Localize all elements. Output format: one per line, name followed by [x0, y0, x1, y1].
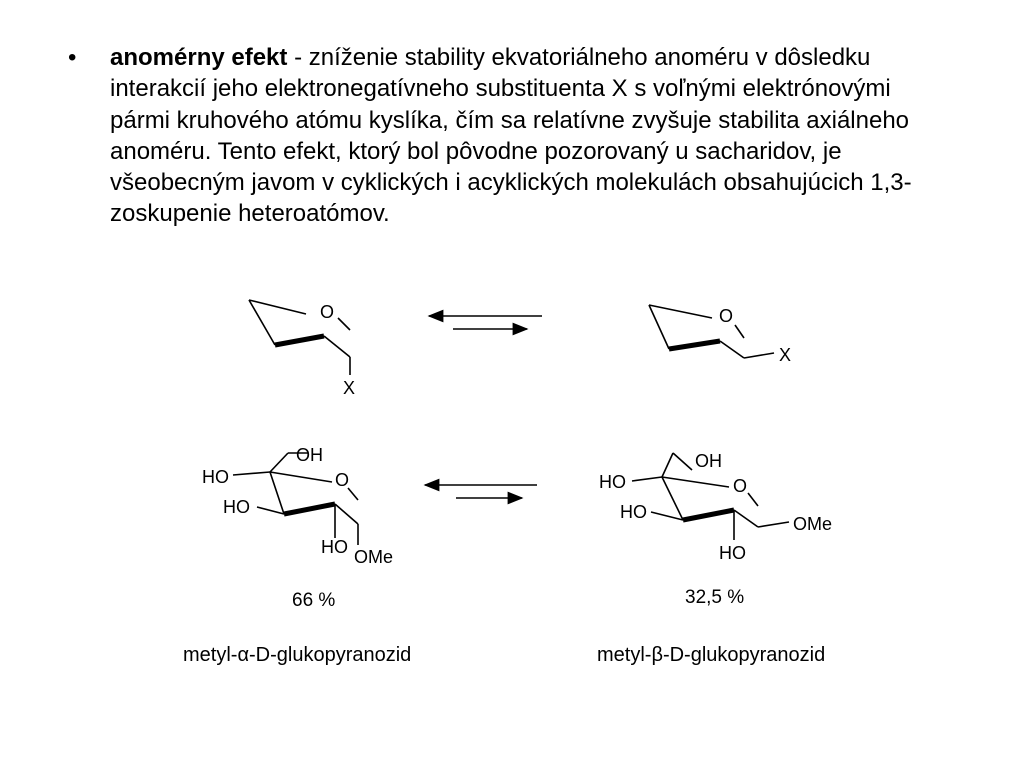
- alpha-ring-oxygen: O: [335, 470, 349, 490]
- equatorial-substituent-x: X: [779, 345, 791, 365]
- alpha-oh-label: OH: [296, 445, 323, 465]
- alpha-glucoside-structure: [232, 452, 359, 545]
- axial-substituent-x: X: [343, 378, 355, 398]
- beta-oh-label: OH: [695, 451, 722, 471]
- beta-ome-label: OMe: [793, 514, 832, 534]
- alpha-ho-c4-label: HO: [202, 467, 229, 487]
- definition-paragraph: anomérny efekt - zníženie stability ekva…: [110, 42, 950, 230]
- beta-ho-c2-label: HO: [719, 543, 746, 563]
- axial-ring-oxygen: O: [320, 302, 334, 322]
- axial-anomer-structure: [248, 299, 351, 375]
- beta-compound-name: metyl-β-D-glukopyranozid: [597, 644, 826, 666]
- beta-ring-oxygen: O: [733, 476, 747, 496]
- equatorial-ring-oxygen: O: [719, 306, 733, 326]
- bullet-marker: •: [68, 44, 77, 71]
- alpha-percent-label: 66 %: [292, 590, 336, 611]
- beta-ho-c3-label: HO: [620, 502, 647, 522]
- alpha-ome-label: OMe: [354, 547, 393, 567]
- alpha-compound-name: metyl-α-D-glukopyranozid: [183, 644, 412, 666]
- beta-glucoside-structure: [631, 452, 790, 540]
- beta-percent-label: 32,5 %: [685, 587, 745, 608]
- alpha-ho-c2-label: HO: [321, 537, 348, 557]
- term-heading: anomérny efekt: [110, 44, 288, 71]
- definition-text: - zníženie stability ekvatoriálneho anom…: [110, 44, 912, 228]
- alpha-ho-c3-label: HO: [223, 497, 250, 517]
- equatorial-anomer-structure: [648, 304, 775, 359]
- beta-ho-c4-label: HO: [599, 472, 626, 492]
